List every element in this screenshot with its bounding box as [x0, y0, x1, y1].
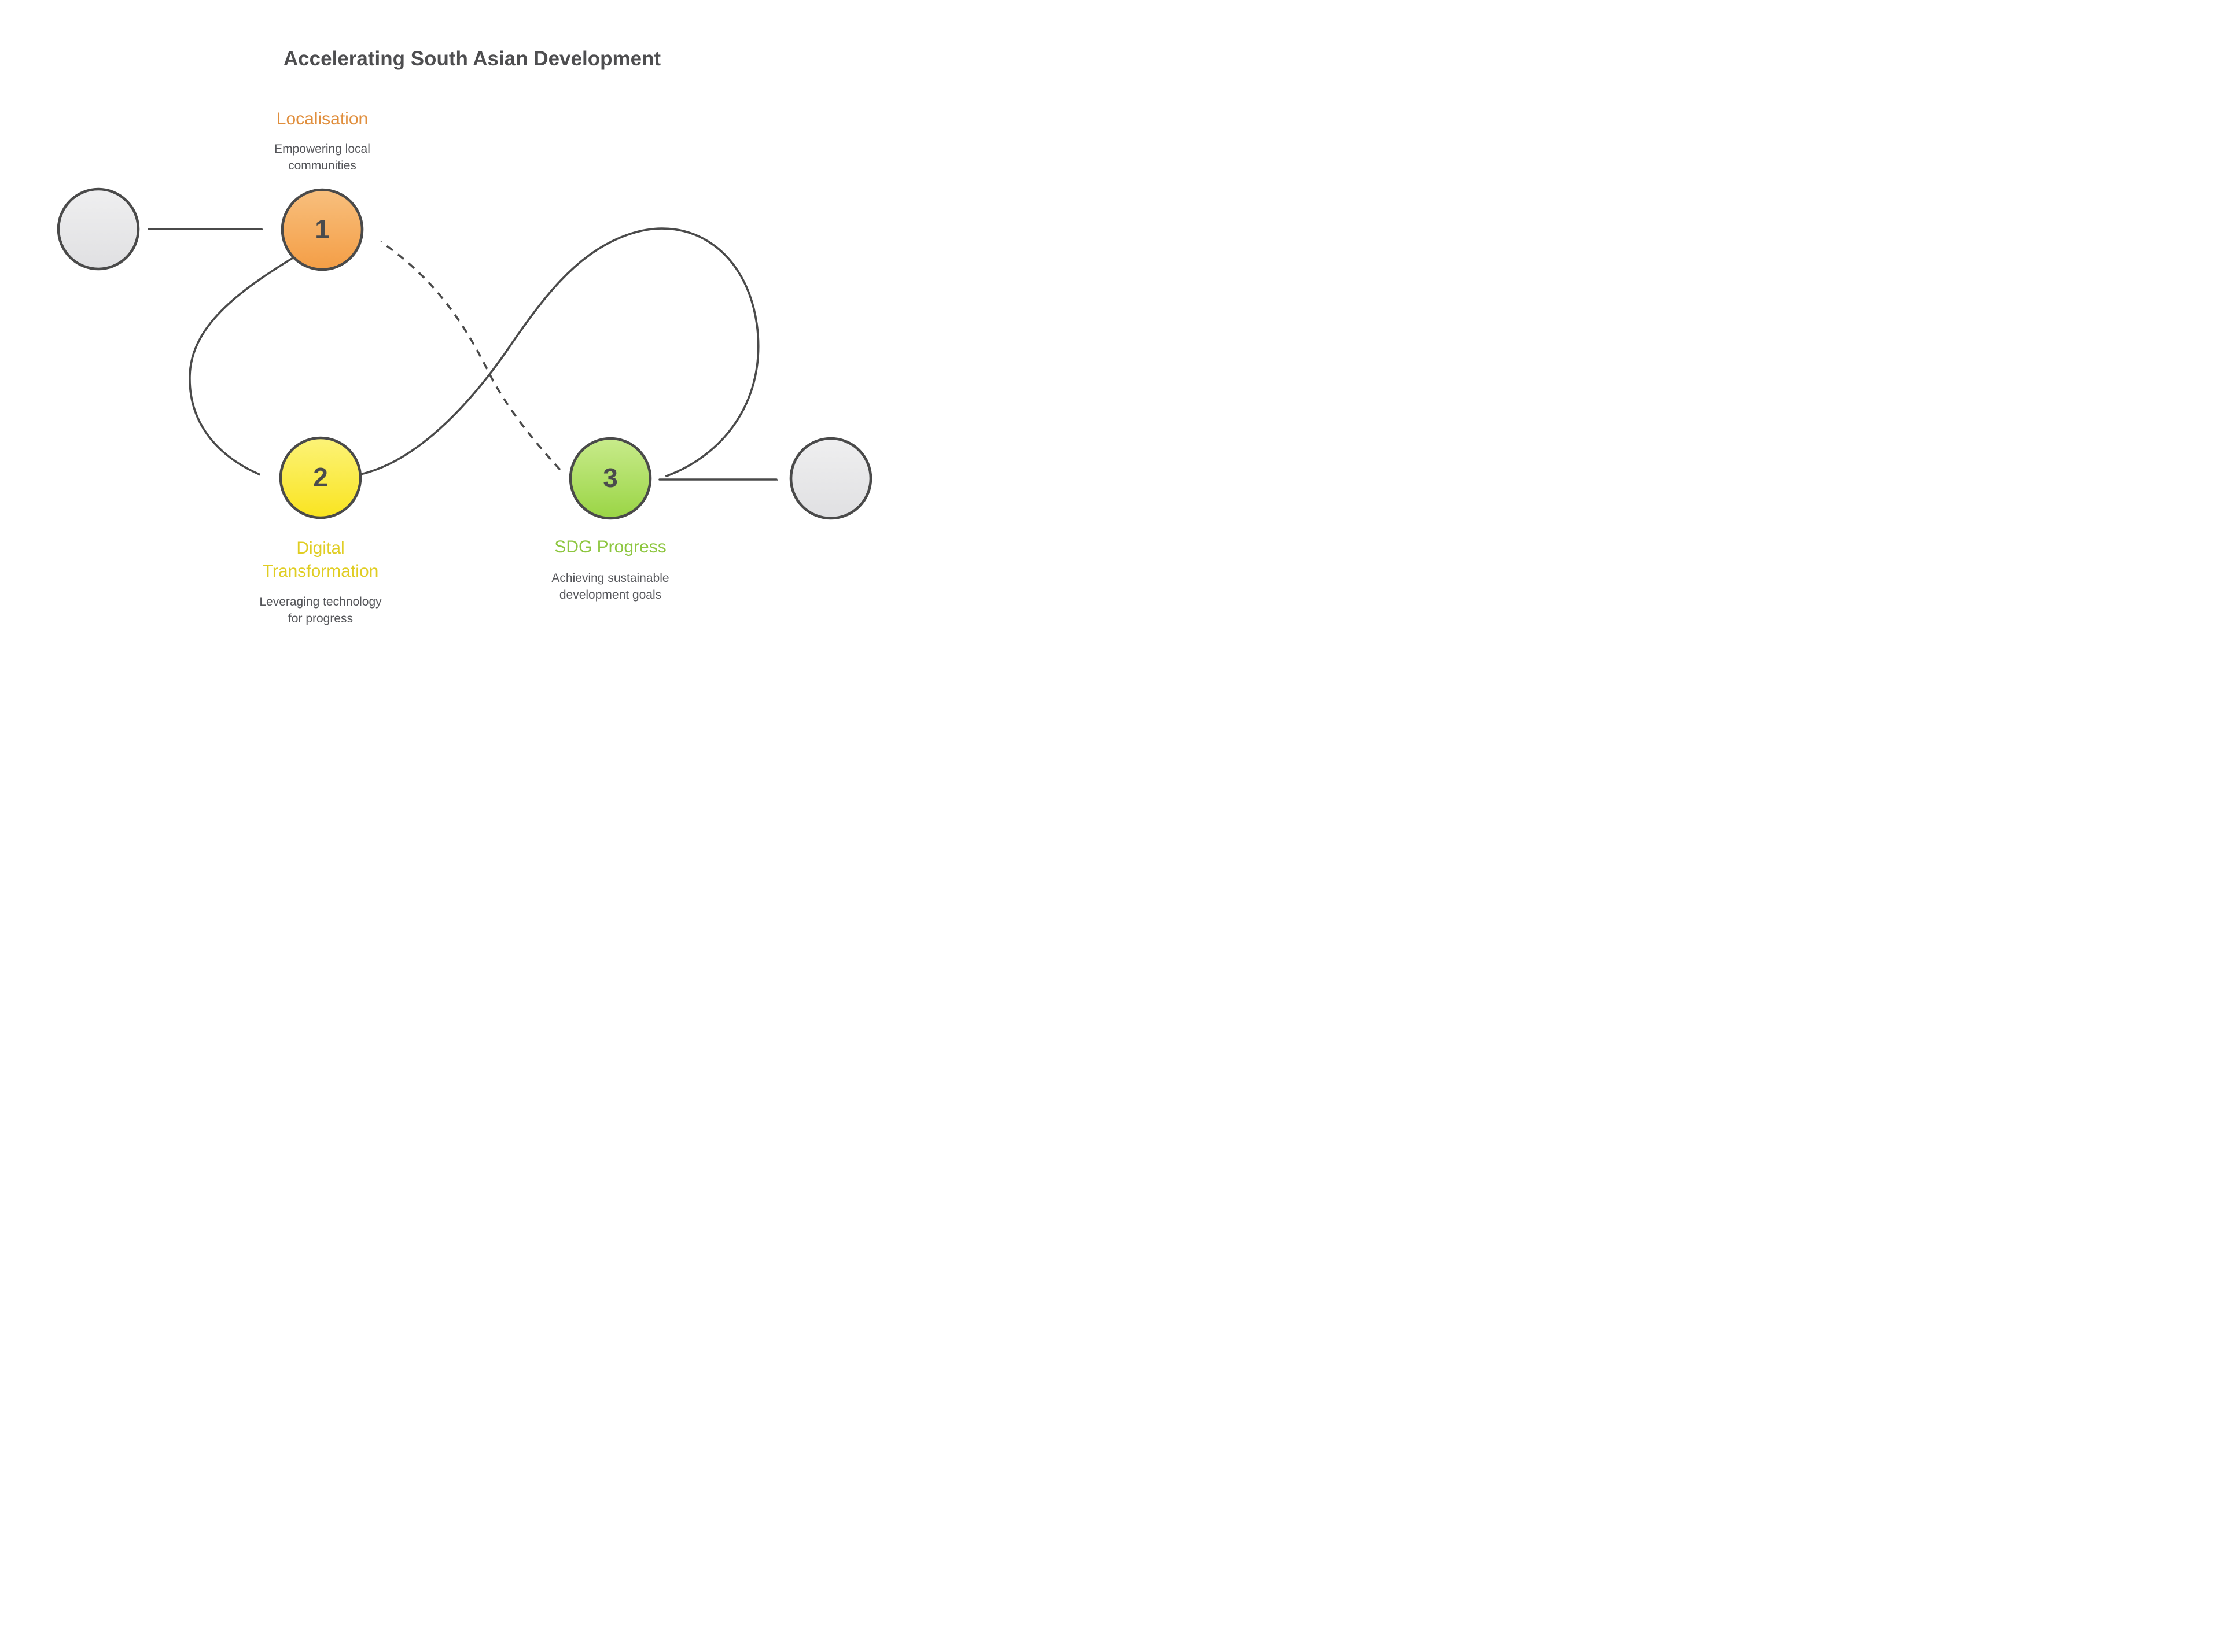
step1-description-line: Empowering local	[274, 142, 370, 156]
step2-heading: Digital Transformation	[263, 537, 379, 583]
step3-node	[569, 437, 652, 520]
step1-number: 1	[315, 213, 330, 244]
step1-description: Empowering local communities	[274, 141, 370, 174]
diagram-graphics	[57, 187, 872, 520]
step3-description-line: Achieving sustainable	[551, 571, 669, 585]
step1-node	[281, 188, 364, 271]
step2-node	[279, 436, 362, 519]
step2-heading-line: Transformation	[262, 562, 379, 581]
end-terminal-node	[789, 437, 872, 520]
step3-heading-line: SDG Progress	[554, 537, 667, 556]
step1-heading: Localisation	[277, 109, 368, 130]
step1-description-line: communities	[288, 159, 356, 172]
step2-description-line: Leveraging technology	[259, 595, 382, 609]
step3-description: Achieving sustainable development goals	[551, 570, 669, 603]
dashed-feedback-step3-to-step1	[382, 242, 561, 471]
curve-step1-to-step2	[189, 257, 294, 474]
start-terminal-node	[57, 187, 140, 271]
page-title: Accelerating South Asian Development	[283, 47, 661, 70]
step3-description-line: development goals	[559, 588, 662, 602]
step2-heading-line: Digital	[296, 539, 345, 558]
loop-step2-to-step3	[359, 227, 760, 476]
step1-heading-line: Localisation	[276, 109, 369, 128]
diagram-canvas: Accelerating South Asian Development Loc…	[0, 0, 892, 661]
step2-description-line: for progress	[288, 612, 354, 625]
step2-number: 2	[313, 462, 328, 492]
step3-number: 3	[603, 462, 618, 493]
step3-heading: SDG Progress	[554, 537, 666, 558]
step2-description: Leveraging technology for progress	[259, 593, 381, 627]
